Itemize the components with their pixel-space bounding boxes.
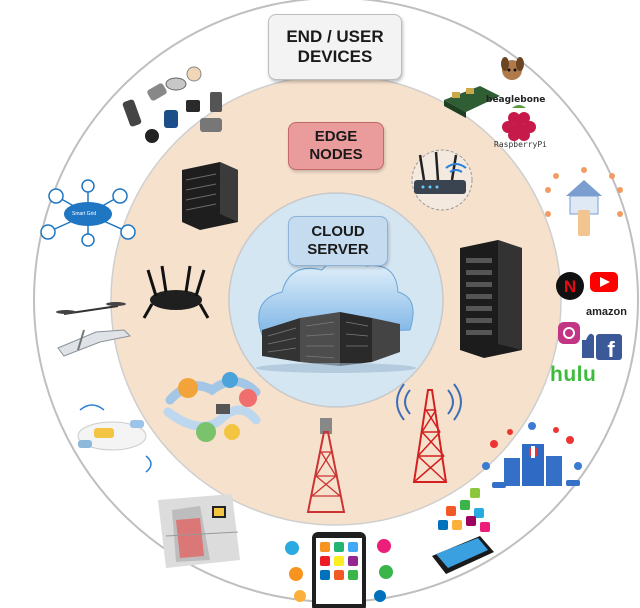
beaglebone-logo-text: beaglebone (486, 95, 546, 105)
raspberry-pi-logo-text: RaspberryPi (494, 140, 547, 149)
smart-grid-icon (40, 179, 136, 247)
end-user-label-line1: END / USER (286, 26, 384, 46)
iot-boards-icon (444, 57, 536, 141)
facebook-logo-text: f (607, 337, 615, 362)
cloud-server-label: CLOUD SERVER (288, 216, 388, 266)
tablet-apps-icon (432, 488, 494, 574)
cloud-label-line1: CLOUD (311, 223, 365, 240)
healthcare-city-icon (482, 422, 582, 488)
augmented-reality-icon (158, 494, 240, 568)
wearables-icon (122, 66, 222, 143)
smart-grid-logo-text: Smart Grid (72, 211, 97, 217)
cell-tower-icon (306, 418, 346, 513)
amazon-logo-text: amazon (586, 306, 627, 318)
edge-label-line2: NODES (309, 146, 363, 163)
rack-server-icon (182, 162, 238, 230)
cloud-network-path-icon (163, 372, 261, 442)
edge-label-line1: EDGE (314, 128, 358, 145)
edge-nodes-label: EDGE NODES (288, 122, 384, 170)
cloud-datacenter-icon (256, 257, 416, 373)
end-user-label-line2: DEVICES (297, 47, 373, 66)
wifi-router-icon (411, 149, 473, 211)
drone-icon (56, 302, 132, 357)
hulu-logo-text: hulu (550, 363, 597, 386)
media-logos-icon: N f (556, 272, 622, 362)
connected-cars-icon (77, 404, 152, 473)
smart-home-icon (545, 167, 623, 236)
multi-antenna-router-icon (142, 265, 210, 319)
netflix-logo-text: N (564, 277, 576, 296)
antenna-tower-icon (396, 383, 462, 483)
cloud-label-line2: SERVER (307, 241, 369, 258)
server-rack-icon (460, 240, 522, 358)
end-user-devices-label: END / USER DEVICES (268, 14, 402, 80)
smartphone-apps-icon (285, 532, 393, 608)
